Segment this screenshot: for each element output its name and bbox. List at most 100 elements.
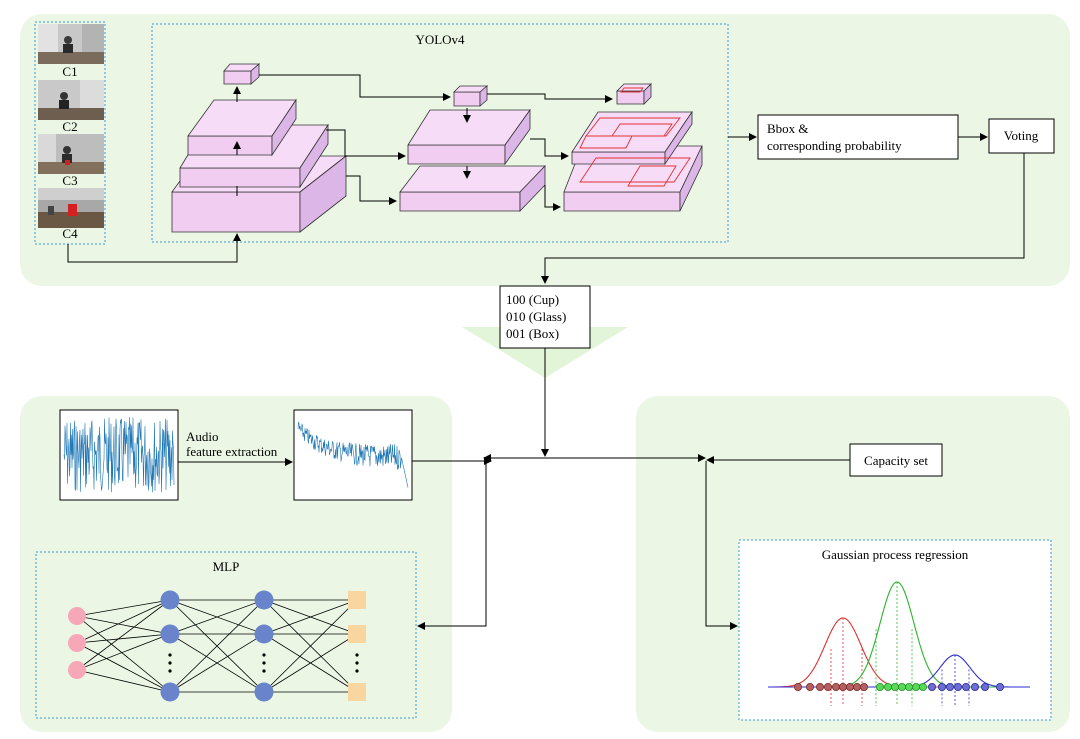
gpr-sample-green (912, 683, 921, 692)
mlp-input-node (68, 661, 86, 679)
voting-label: Voting (1004, 128, 1039, 143)
neck-layer-1 (407, 108, 531, 166)
camera-label-c2: C2 (62, 119, 77, 134)
gpr-title: Gaussian process regression (822, 547, 969, 562)
mlp-hidden-node (160, 624, 180, 644)
backbone-top-cube (223, 63, 261, 85)
mlp-edge (76, 669, 171, 693)
mlp-edges (76, 599, 358, 693)
gpr-sample-green (905, 683, 914, 692)
gpr-plot (768, 581, 1030, 706)
mlp-edge (76, 633, 171, 671)
gpr-sample-red (860, 683, 869, 692)
mlp-edge (169, 633, 265, 693)
capacity-set-box (849, 443, 943, 477)
class-glass: 010 (Glass) (506, 309, 566, 324)
mlp-edge (76, 615, 171, 635)
bbox-label-line1: Bbox & (767, 121, 809, 136)
mlp-edge (169, 599, 265, 635)
camera-label-c1: C1 (62, 64, 77, 79)
gpr-sample-blue (981, 683, 990, 692)
mlp-ellipsis-dot (262, 653, 266, 657)
mlp-edge (76, 599, 171, 617)
gpr-sample-blue (928, 683, 937, 692)
yolo-box (151, 23, 729, 243)
head-top-cube (616, 83, 652, 105)
camera-thumbnail-c2 (38, 80, 104, 120)
gpr-sample-red (816, 683, 825, 692)
class-encoding-box (499, 285, 591, 349)
feature-waveform (297, 421, 409, 488)
mlp-edge (169, 599, 265, 693)
gpr-sample-green (876, 683, 885, 692)
gpr-sample-red (794, 683, 803, 692)
mlp-input-node (68, 607, 86, 625)
mlp-edge (76, 633, 171, 644)
mlp-output-node (348, 591, 366, 609)
junction-to-gpr-arrow (705, 461, 738, 630)
capacity-set-label: Capacity set (864, 453, 928, 468)
neck-layer-2 (399, 165, 546, 212)
gpr-sample-green (898, 683, 907, 692)
gpr-sample-red (853, 683, 862, 692)
feature-plot (293, 409, 413, 501)
mlp-input-node (68, 634, 86, 652)
mlp-ellipsis-dot (168, 661, 172, 665)
yolo-title: YOLOv4 (415, 32, 465, 47)
mlp-ellipsis-dot (168, 653, 172, 657)
camera-label-c4: C4 (62, 226, 78, 241)
mlp-output-node (348, 683, 366, 701)
junction-to-mlp-arrow (417, 461, 487, 630)
audio-label-line1: Audio (186, 429, 219, 444)
mlp-edge (263, 599, 358, 635)
gpr-box (738, 539, 1052, 721)
camera-thumbnail-c3 (38, 134, 104, 174)
audio-label-line2: feature extraction (186, 444, 278, 459)
class-cup: 100 (Cup) (506, 292, 559, 307)
camera-thumbnail-c1 (38, 24, 104, 64)
mlp-ellipsis-dot (355, 653, 359, 657)
head-layer-1 (571, 110, 693, 166)
camera-thumbnail-c4 (38, 188, 104, 228)
mlp-ellipsis-dot (262, 669, 266, 673)
mlp-title: MLP (213, 559, 240, 574)
mlp-edge (263, 633, 358, 693)
mlp-ellipsis-dot (168, 669, 172, 673)
camera-column: C1 C2 C3 C4 (34, 21, 106, 245)
gpr-sample-red (846, 683, 855, 692)
gpr-sample-blue (938, 683, 947, 692)
gpr-sample-blue (996, 683, 1005, 692)
raw-audio-waveform (63, 417, 175, 493)
gpr-sample-red (832, 683, 841, 692)
gpr-sample-green (891, 683, 900, 692)
gpr-sample-blue (962, 683, 971, 692)
gpr-sample-red (839, 683, 848, 692)
camera-label-c3: C3 (62, 173, 77, 188)
gpr-sample-red (806, 683, 815, 692)
detection-boxes (579, 87, 691, 187)
mlp-edge (263, 599, 358, 693)
mlp-edge (76, 615, 171, 693)
gpr-sample-green (919, 683, 928, 692)
mlp-ellipsis-dot (355, 661, 359, 665)
voting-box (988, 118, 1055, 154)
backbone-layer-1 (187, 98, 297, 157)
gpr-sample-blue (954, 683, 963, 692)
gpr-sample-green (884, 683, 893, 692)
voting-to-classes-arrow (541, 153, 1025, 284)
yolo-internal-arrows (233, 74, 613, 211)
mlp-output-node (348, 625, 366, 643)
bbox-label-line2: corresponding probability (767, 138, 902, 153)
mlp-edge (76, 599, 171, 671)
class-box: 001 (Box) (506, 326, 559, 341)
mlp-edge (76, 599, 171, 644)
mlp-hidden-node (254, 682, 274, 702)
mlp-hidden-node (254, 624, 274, 644)
mlp-box (35, 551, 417, 719)
neck-top-cube (453, 85, 489, 107)
mlp-hidden-node (254, 590, 274, 610)
mlp-edge (76, 642, 171, 693)
mlp-hidden-node (160, 590, 180, 610)
gpr-sample-blue (946, 683, 955, 692)
